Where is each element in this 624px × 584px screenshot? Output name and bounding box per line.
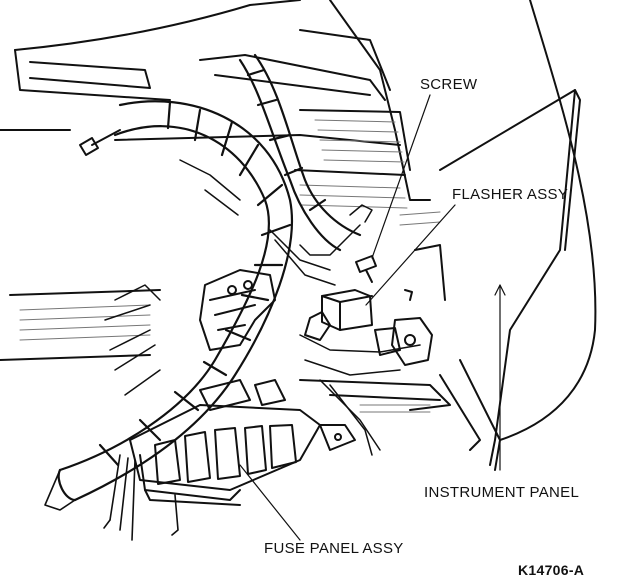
label-fuse-panel-assy: FUSE PANEL ASSY — [264, 540, 404, 557]
fuse-panel-assy — [129, 379, 356, 506]
wire-ends — [44, 454, 179, 541]
harness-connector — [199, 269, 276, 351]
wire-branches — [104, 159, 421, 456]
label-flasher-assy: FLASHER ASSY — [452, 186, 569, 203]
panel-connectors — [374, 289, 433, 366]
screw-icon — [79, 129, 377, 283]
figure-id: K14706-A — [518, 562, 585, 578]
label-screw: SCREW — [420, 76, 478, 93]
flasher-unit — [304, 289, 373, 341]
instrument-panel-outline — [0, 0, 597, 471]
leader-lines — [239, 94, 506, 541]
label-instrument-panel: INSTRUMENT PANEL — [424, 484, 580, 501]
